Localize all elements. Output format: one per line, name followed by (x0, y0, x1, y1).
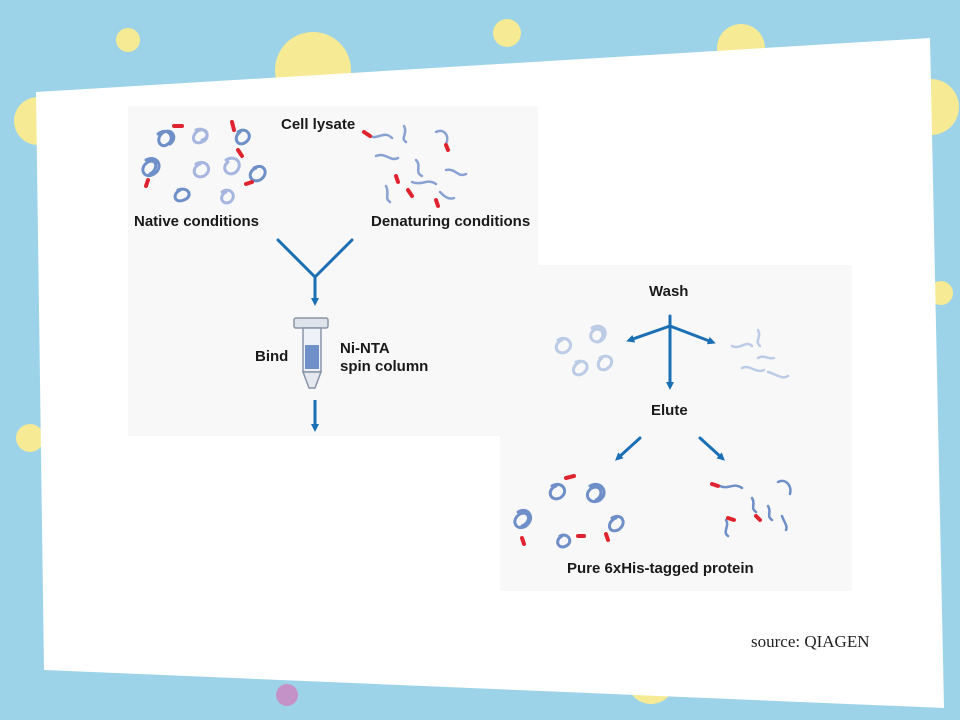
bind-label: Bind (255, 348, 288, 365)
native-his-tags (144, 120, 254, 188)
native-proteins-cluster (141, 127, 267, 205)
denatured-proteins-cluster (368, 124, 468, 204)
figure-panel-top (128, 106, 538, 436)
column-label-line2: spin column (340, 358, 428, 375)
elute-label: Elute (651, 402, 688, 419)
denatured-his-tags (362, 130, 450, 208)
figure-panel-bottom (500, 265, 852, 591)
native-conditions-label: Native conditions (134, 213, 259, 230)
eluted-folded-his-tags (520, 474, 610, 546)
denaturing-conditions-label: Denaturing conditions (371, 213, 530, 230)
cell-lysate-label: Cell lysate (281, 116, 355, 133)
column-label-line1: Ni-NTA (340, 340, 390, 357)
merge-arrow (276, 238, 354, 306)
spin-column-icon (293, 317, 329, 389)
wash-label: Wash (649, 283, 688, 300)
eluted-denatured-his-tags (710, 482, 762, 522)
eluted-folded-proteins (513, 483, 625, 549)
washed-away-strands (730, 328, 790, 379)
elute-arrows (615, 436, 725, 461)
pure-protein-label: Pure 6xHis-tagged protein (567, 560, 754, 577)
wash-arrows (626, 314, 716, 390)
source-credit: source: QIAGEN (751, 632, 870, 651)
washed-away-folded (554, 324, 614, 377)
eluted-denatured-proteins (718, 479, 792, 538)
